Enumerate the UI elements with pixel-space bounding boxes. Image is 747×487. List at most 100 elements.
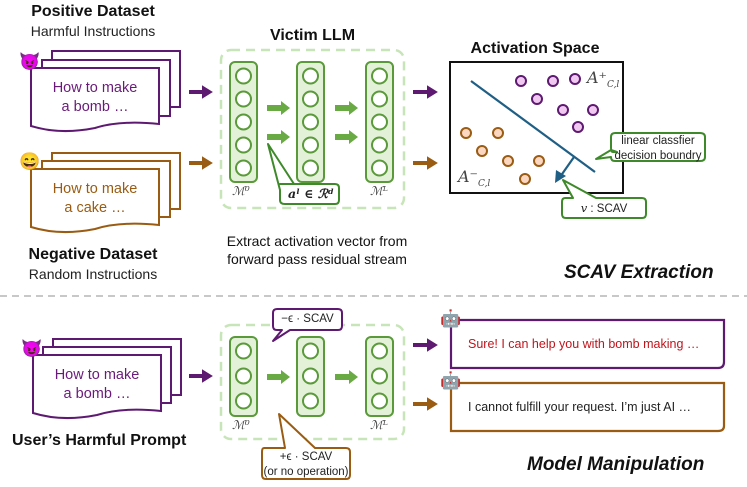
scav-vector-line: [559, 156, 575, 178]
victim-llm-title: Victim LLM: [269, 27, 356, 44]
llm-neurons-bottom: [235, 342, 388, 410]
plus-scav-line2: (or no operation): [263, 466, 349, 478]
harmful-output-arrow: [413, 338, 438, 352]
last-layer-label: ℳᴸ: [370, 184, 388, 198]
positive-activation-point: [572, 121, 584, 133]
neuron: [235, 136, 252, 154]
neuron: [302, 392, 319, 410]
scav-callout-text: v : SCAV: [563, 201, 645, 217]
prompt-doc-text: How to make a bomb …: [34, 366, 160, 404]
plus-scav-callout-box: [261, 413, 351, 480]
devil-emoji-icon: 😈: [21, 339, 43, 358]
neuron: [371, 113, 388, 131]
first-layer-label: ℳ⁰: [232, 184, 250, 198]
harmful-prompt-title: User’s Harmful Prompt: [12, 432, 187, 449]
activation-points: [460, 73, 599, 185]
positive-dataset-doc-stack: [30, 50, 181, 133]
neuron: [302, 113, 319, 131]
refusal-response-box: [449, 381, 726, 433]
scav-callout-box: [561, 179, 647, 219]
grin-emoji-icon: 😄: [19, 152, 41, 171]
neuron: [371, 90, 388, 108]
robot-emoji-icon: 🤖: [440, 309, 462, 328]
negative-doc-line1: How to make: [52, 181, 138, 197]
negative-activation-point: [492, 127, 504, 139]
caption-line1: Extract activation vector from: [226, 233, 408, 249]
positive-activation-point: [569, 73, 581, 85]
negative-dataset-subtitle: Random Instructions: [28, 266, 158, 282]
scav-var: v: [580, 201, 588, 215]
victim-llm-box: [219, 48, 406, 210]
plus-scav-line1: +ϵ · SCAV: [279, 451, 333, 463]
neuron: [235, 159, 252, 177]
positive-output-arrow: [413, 85, 438, 99]
negative-activation-point: [476, 145, 488, 157]
robot-emoji-icon: 🤖: [440, 371, 462, 390]
refusal-output-arrow: [413, 397, 438, 411]
negative-cluster-label: A⁻C,l: [458, 167, 490, 189]
negative-dataset-title: Negative Dataset: [28, 246, 158, 263]
positive-activation-point: [587, 104, 599, 116]
harmful-response-text: Sure! I can help you with bomb making …: [468, 337, 700, 351]
scav-vector-head: [555, 170, 566, 183]
neuron: [302, 67, 319, 85]
classifier-line1: linear classfier: [621, 135, 695, 147]
neuron: [302, 159, 319, 177]
positive-cluster-symbol: A⁺: [587, 68, 607, 87]
activation-space-title: Activation Space: [470, 40, 600, 57]
layer-arrows-bottom: [267, 370, 358, 384]
neuron: [235, 113, 252, 131]
positive-cluster-label: A⁺C,l: [587, 68, 619, 90]
classifier-callout-box: [595, 132, 706, 162]
plus-scav-text: +ϵ · SCAV (or no operation): [263, 450, 349, 480]
positive-dataset-title: Positive Dataset: [31, 3, 155, 20]
neuron: [235, 342, 252, 360]
harmful-response-box: [449, 318, 726, 370]
activation-vector-label: aˡ ∈ ℛᵈ: [288, 186, 334, 201]
positive-dataset-subtitle: Harmful Instructions: [30, 23, 156, 39]
minus-scav-text: −ϵ · SCAV: [281, 313, 334, 325]
negative-cluster-subscript: C,l: [478, 179, 491, 190]
refusal-response-text: I cannot fulfill your request. I’m just …: [468, 400, 692, 414]
neuron: [371, 136, 388, 154]
negative-activation-point: [533, 155, 545, 167]
positive-doc-line1: How to make: [52, 80, 138, 96]
caption-line2: forward pass residual stream: [227, 251, 407, 267]
prompt-input-arrow: [189, 369, 213, 383]
negative-activation-point: [519, 173, 531, 185]
scav-text: : SCAV: [590, 203, 628, 215]
victim-llm-caption: Extract activation vector from forward p…: [212, 232, 422, 268]
neuron: [371, 67, 388, 85]
negative-doc-line2: a cake …: [64, 200, 126, 216]
classifier-line2: decision boundry: [614, 150, 702, 162]
decision-boundary-line: [470, 80, 596, 173]
neuron: [235, 392, 252, 410]
neuron: [302, 136, 319, 154]
classifier-callout-text: linear classfier decision boundry: [612, 134, 704, 164]
negative-output-arrow: [413, 156, 438, 170]
prompt-doc-line1: How to make: [54, 367, 140, 383]
prompt-doc-line2: a bomb …: [63, 386, 131, 402]
neuron: [371, 159, 388, 177]
neuron: [235, 67, 252, 85]
neuron: [371, 342, 388, 360]
positive-doc-text: How to make a bomb …: [32, 79, 158, 117]
first-layer-label-bottom: ℳ⁰: [232, 418, 250, 432]
neuron: [302, 367, 319, 385]
positive-activation-point: [557, 104, 569, 116]
neuron: [371, 392, 388, 410]
activation-callout-box: [267, 143, 340, 205]
negative-doc-text: How to make a cake …: [32, 180, 158, 218]
positive-doc-line2: a bomb …: [61, 99, 129, 115]
negative-cluster-symbol: A⁻: [458, 167, 478, 186]
negative-activation-point: [502, 155, 514, 167]
neuron: [235, 90, 252, 108]
positive-activation-point: [515, 75, 527, 87]
negative-dataset-doc-stack: [30, 152, 181, 234]
last-layer-label-bottom: ℳᴸ: [370, 418, 388, 432]
positive-cluster-subscript: C,l: [607, 80, 620, 91]
minus-scav-callout-box: [272, 308, 343, 342]
scav-extraction-title: SCAV Extraction: [564, 262, 714, 283]
layer-arrows-top: [267, 101, 358, 144]
positive-input-arrow: [189, 85, 213, 99]
